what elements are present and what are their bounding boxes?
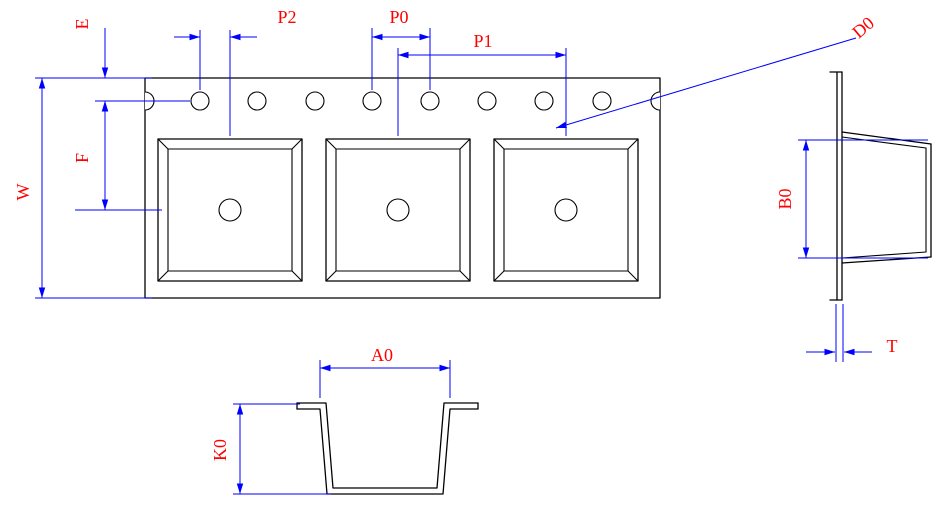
side-pocket-bottom-inner bbox=[841, 251, 927, 259]
pocket-outer bbox=[493, 138, 639, 282]
pocket-corner-line bbox=[157, 270, 169, 282]
pocket-1 bbox=[157, 138, 303, 282]
pocket-outer bbox=[325, 138, 471, 282]
dimension-f: F bbox=[72, 101, 162, 211]
pocket-center-hole bbox=[386, 198, 410, 222]
dim-label-a0: A0 bbox=[371, 345, 393, 365]
pocket-inner bbox=[167, 148, 293, 272]
dim-label-p1: P1 bbox=[473, 31, 492, 51]
sprocket-hole bbox=[305, 91, 325, 111]
sprocket-hole bbox=[477, 91, 497, 111]
dim-label-t: T bbox=[887, 336, 898, 356]
pocket-corner-line bbox=[627, 270, 639, 282]
pocket-section-view bbox=[296, 402, 479, 495]
dimension-a0: A0 bbox=[319, 345, 451, 398]
pocket-corner-line bbox=[459, 270, 471, 282]
pocket-corner-line bbox=[493, 138, 505, 150]
dim-label-p2: P2 bbox=[277, 7, 296, 27]
pocket-center-hole bbox=[554, 198, 578, 222]
dimension-p0: P0 bbox=[371, 7, 431, 90]
leader-line bbox=[555, 37, 857, 129]
pocket-section-outer-profile bbox=[296, 408, 479, 495]
sprocket-hole bbox=[362, 91, 382, 111]
pocket-corner-line bbox=[493, 270, 505, 282]
pocket-section-inner-profile bbox=[296, 402, 479, 489]
pocket-corner-line bbox=[325, 270, 337, 282]
dim-label-d0: D0 bbox=[848, 13, 878, 42]
pocket-corner-line bbox=[291, 138, 303, 150]
dim-label-f: F bbox=[72, 153, 92, 163]
pocket-2 bbox=[325, 138, 471, 282]
pocket-corner-line bbox=[157, 138, 169, 150]
dimension-b0: B0 bbox=[775, 139, 928, 259]
side-pocket-top-outer bbox=[841, 131, 932, 145]
sprocket-hole bbox=[247, 91, 267, 111]
side-pocket-top-inner bbox=[841, 136, 927, 149]
pocket-corner-line bbox=[627, 138, 639, 150]
dim-label-w: W bbox=[13, 184, 33, 201]
pocket-center-hole bbox=[218, 198, 242, 222]
tape-end-notch-right bbox=[650, 91, 661, 111]
sprocket-hole bbox=[534, 91, 554, 111]
sprocket-hole bbox=[592, 91, 612, 111]
tape-side-view bbox=[829, 71, 932, 301]
dim-label-k0: K0 bbox=[210, 439, 230, 461]
dim-label-e: E bbox=[72, 19, 92, 30]
pocket-corner-line bbox=[325, 138, 337, 150]
pocket-outer bbox=[157, 138, 303, 282]
dimension-t: T bbox=[806, 304, 898, 362]
dim-label-p0: P0 bbox=[389, 7, 408, 27]
dim-label-b0: B0 bbox=[775, 188, 795, 209]
sprocket-hole bbox=[420, 91, 440, 111]
pocket-corner-line bbox=[291, 270, 303, 282]
dimension-p1: P1 bbox=[397, 31, 567, 136]
dimension-p2: P2 bbox=[174, 7, 297, 136]
sprocket-hole bbox=[190, 91, 210, 111]
dimension-k0: K0 bbox=[210, 403, 331, 495]
tape-top-view bbox=[144, 77, 661, 299]
dimension-w: W bbox=[13, 77, 152, 299]
pocket-inner bbox=[503, 148, 629, 272]
pocket-inner bbox=[335, 148, 461, 272]
pocket-corner-line bbox=[459, 138, 471, 150]
pocket-3 bbox=[493, 138, 639, 282]
